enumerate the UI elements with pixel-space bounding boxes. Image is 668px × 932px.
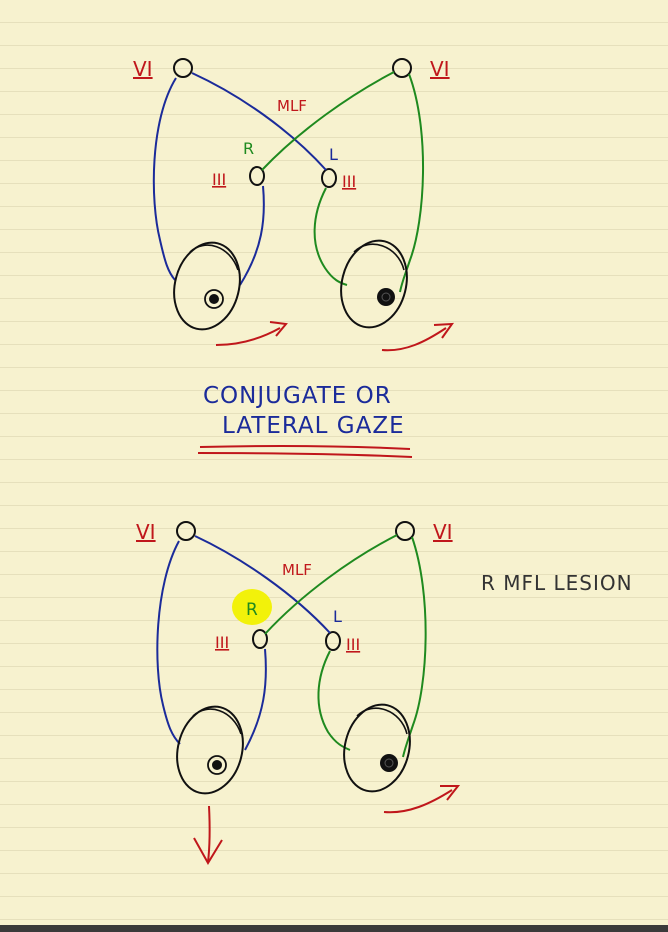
bottom-bar xyxy=(0,925,668,932)
bottom-diagram: VI VI MLF R L III III R MFL LESION xyxy=(136,520,633,865)
top-left-oculomotor-nucleus xyxy=(249,166,265,186)
top-right-oculomotor-label: III xyxy=(342,172,356,191)
top-green-abducens-nerve xyxy=(399,73,424,293)
bottom-right-abducens-label: VI xyxy=(433,520,453,544)
top-blue-oculomotor-nerve xyxy=(239,185,265,286)
bottom-blue-abducens-nerve xyxy=(156,540,181,745)
title-line-2: LATERAL GAZE xyxy=(222,413,405,439)
title-underline-2 xyxy=(197,452,413,458)
bottom-right-eye xyxy=(343,703,411,793)
bottom-right-oculomotor-label: III xyxy=(346,635,360,654)
bottom-right-gaze-arrow xyxy=(383,785,461,814)
bottom-left-eye xyxy=(176,705,244,795)
title-line-1: CONJUGATE OR xyxy=(203,383,392,409)
bottom-blue-mlf-pathway xyxy=(194,535,331,634)
top-right-side-label: R xyxy=(243,139,254,158)
top-left-gaze-arrow xyxy=(215,321,288,346)
top-green-oculomotor-nerve xyxy=(313,187,348,286)
bottom-mlf-label: MLF xyxy=(282,561,312,579)
top-left-side-label: L xyxy=(329,145,338,164)
bottom-green-abducens-nerve xyxy=(402,536,427,758)
bottom-right-abducens-nucleus xyxy=(395,521,415,541)
lesion-highlight xyxy=(232,589,272,625)
bottom-right-oculomotor-nucleus xyxy=(325,631,341,651)
top-left-eye xyxy=(173,241,241,331)
top-left-oculomotor-label: III xyxy=(212,170,226,189)
top-green-mlf-pathway xyxy=(261,71,395,171)
top-right-oculomotor-nucleus xyxy=(321,168,337,188)
bottom-green-oculomotor-nerve xyxy=(317,650,351,751)
lesion-note: R MFL LESION xyxy=(481,571,633,595)
top-right-gaze-arrow xyxy=(381,322,455,352)
top-blue-mlf-pathway xyxy=(191,72,327,171)
bottom-green-mlf-pathway xyxy=(264,534,398,635)
title-block: CONJUGATE OR LATERAL GAZE xyxy=(197,383,413,458)
title-underline-1 xyxy=(199,444,411,450)
top-left-abducens-nucleus xyxy=(173,58,193,78)
top-blue-abducens-nerve xyxy=(152,77,177,281)
bottom-left-oculomotor-nucleus xyxy=(252,629,268,649)
bottom-left-abducens-nucleus xyxy=(176,521,196,541)
top-diagram: VI VI MLF R L III III xyxy=(133,57,455,352)
bottom-left-downward-arrow xyxy=(193,805,223,865)
bottom-left-oculomotor-label: III xyxy=(215,633,229,652)
bottom-blue-oculomotor-nerve xyxy=(244,648,267,751)
bottom-left-side-label: L xyxy=(333,607,342,626)
top-right-eye xyxy=(340,239,408,329)
top-left-abducens-label: VI xyxy=(133,57,153,81)
top-mlf-label: MLF xyxy=(277,97,307,115)
top-right-abducens-label: VI xyxy=(430,57,450,81)
bottom-right-side-label: R xyxy=(246,600,258,620)
top-right-abducens-nucleus xyxy=(392,58,412,78)
bottom-left-abducens-label: VI xyxy=(136,520,156,544)
